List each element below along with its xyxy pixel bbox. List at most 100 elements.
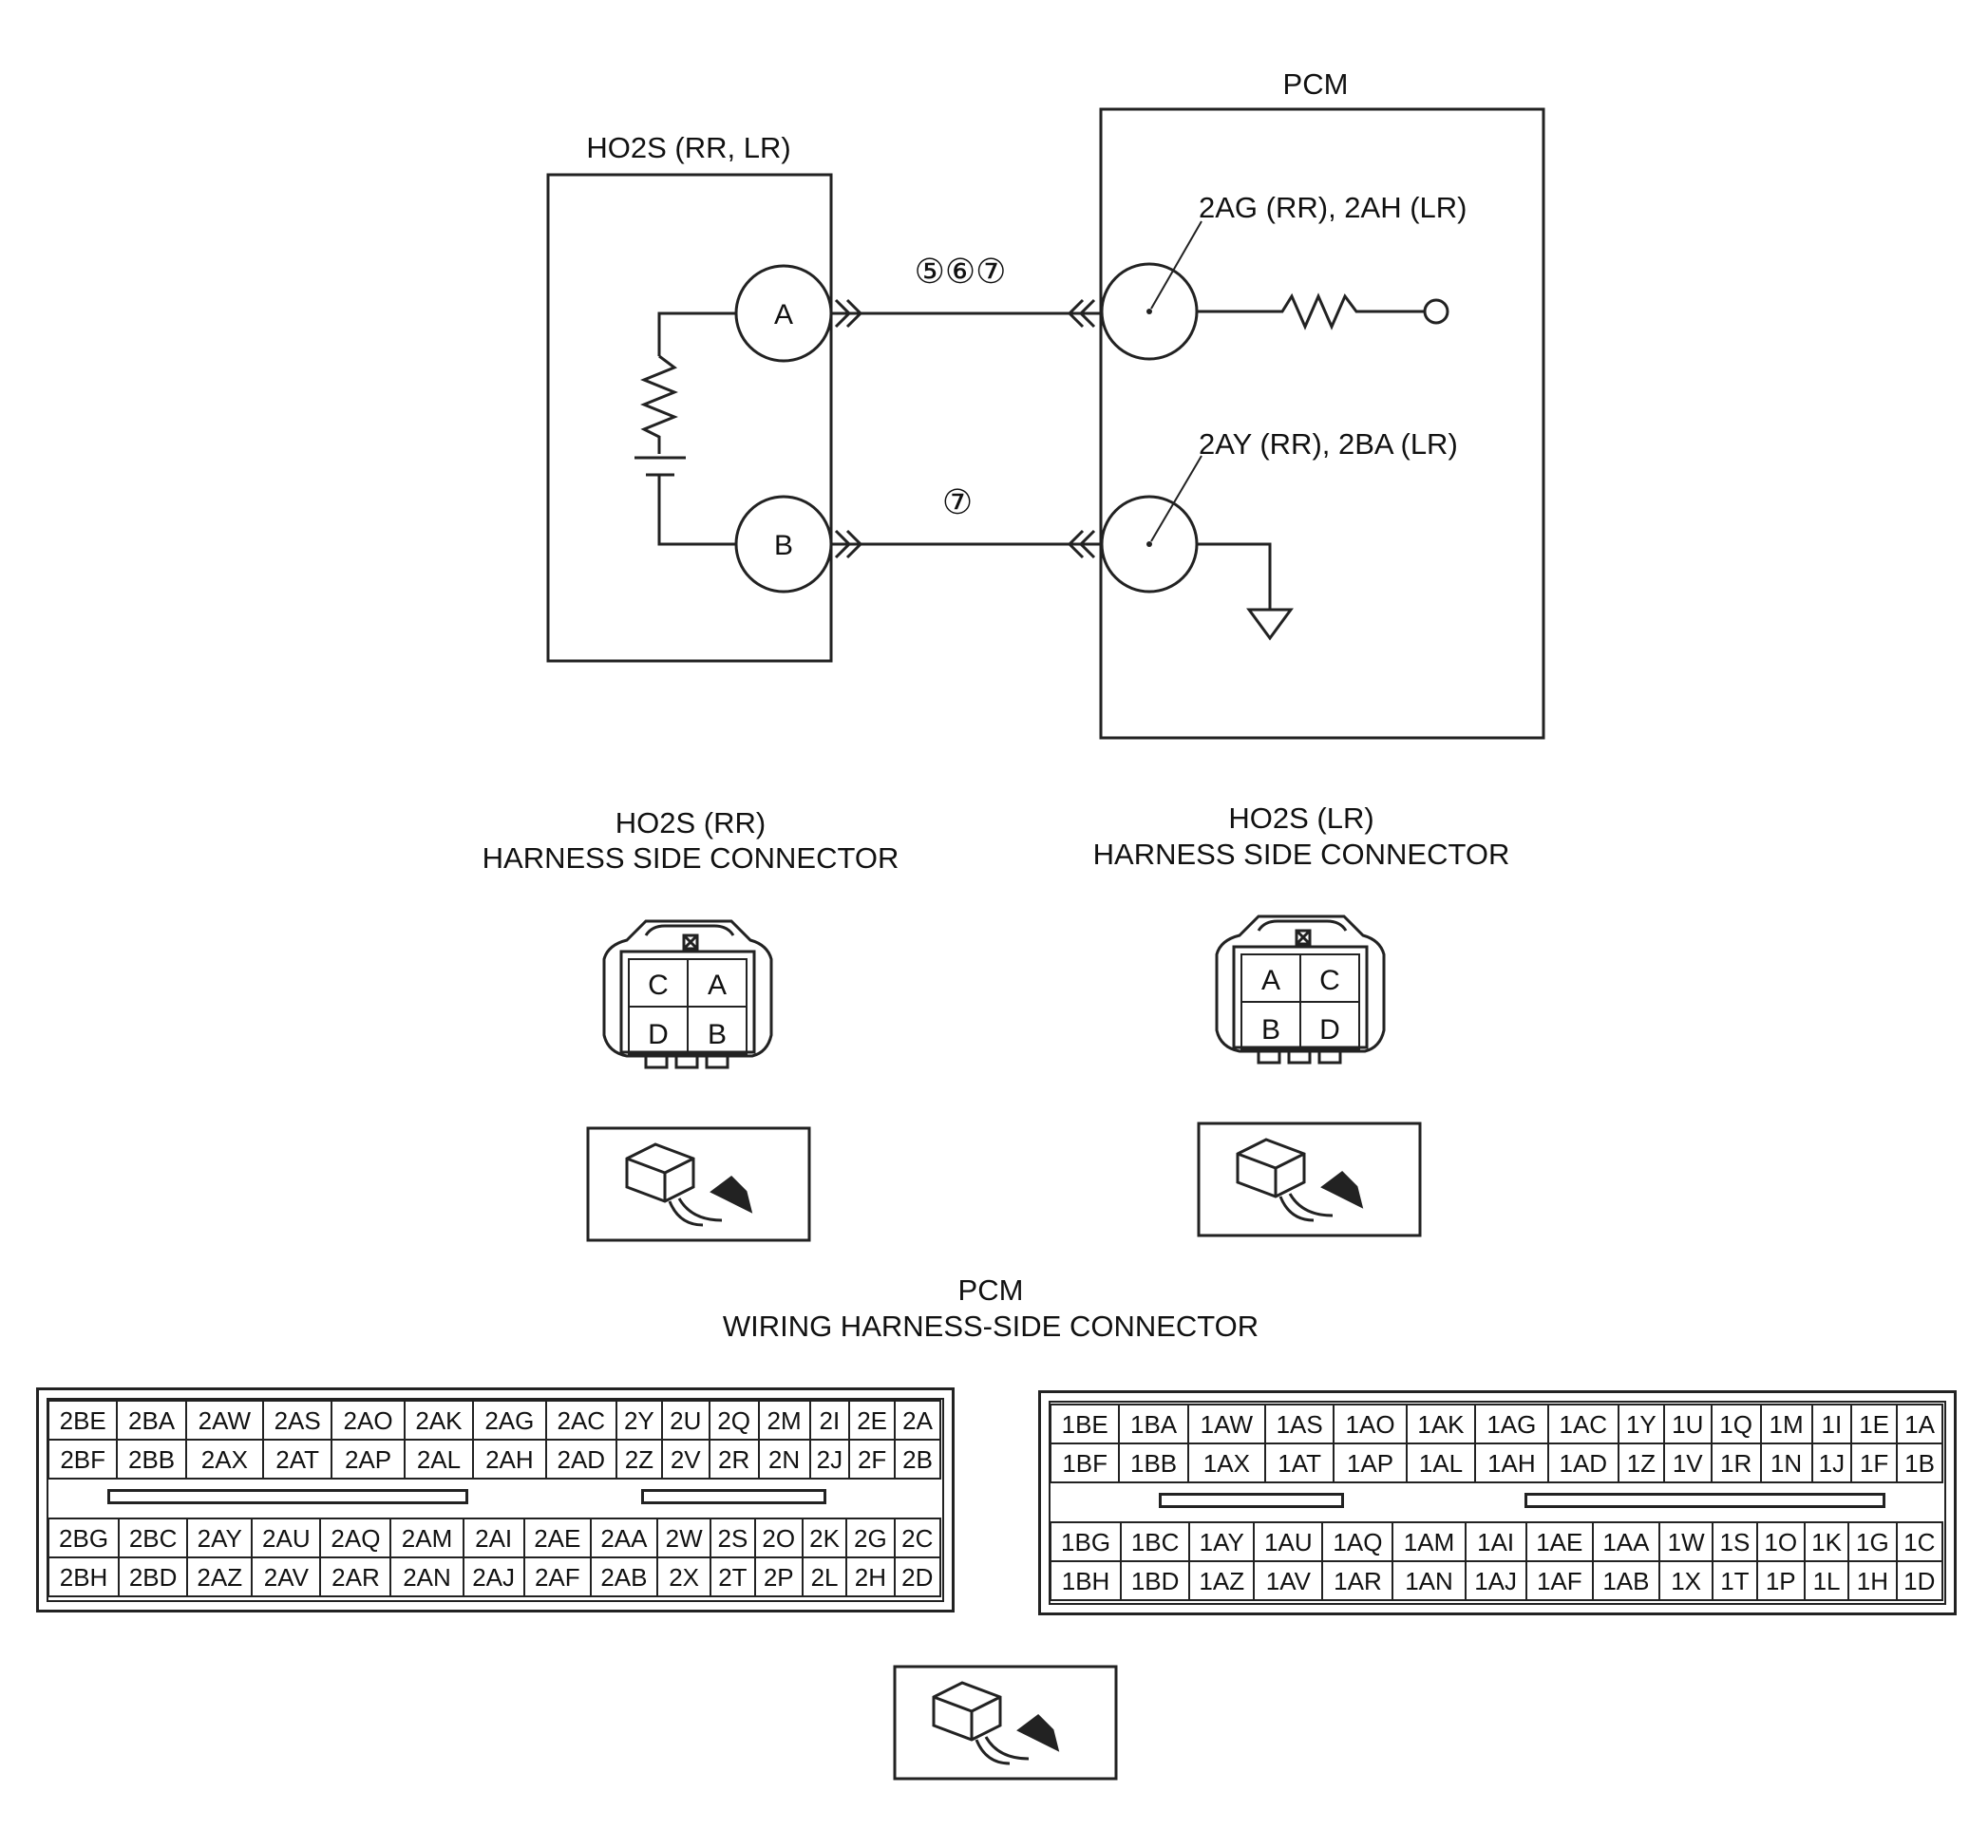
pcm-pin-cell: 1BA xyxy=(1118,1404,1189,1444)
pcm-pin-cell: 1W xyxy=(1657,1521,1714,1562)
pcm-pin-cell: 2AQ xyxy=(319,1518,392,1558)
pcm-pin-cell: 1AH xyxy=(1474,1443,1549,1483)
pcm-pin-cell: 1P xyxy=(1755,1560,1806,1601)
pcm-pin-cell: 2S xyxy=(710,1518,756,1558)
pcm-pin-cell: 2V xyxy=(660,1439,710,1480)
pcm-pin-cell: 1AN xyxy=(1392,1560,1467,1601)
pcm-pin-cell: 2BG xyxy=(47,1518,121,1558)
pcm-pin-cell: 2AD xyxy=(544,1439,617,1480)
pcm-pin-cell: 1AJ xyxy=(1464,1560,1527,1601)
pcm-pin-cell: 2AM xyxy=(389,1518,464,1558)
pcm-pin-cell: 2AG xyxy=(472,1400,547,1441)
lr-pin-a: A xyxy=(1261,965,1280,996)
pcm-pin-cell: 1AU xyxy=(1253,1521,1324,1562)
pcm-connector-subtitle: WIRING HARNESS-SIDE CONNECTOR xyxy=(722,1310,1259,1343)
pcm-pin-cell: 1BG xyxy=(1049,1521,1123,1562)
lr-pin-b: B xyxy=(1261,1014,1280,1046)
pcm-pin-cell: 1M xyxy=(1759,1404,1813,1444)
pcm-pin-cell: 2AJ xyxy=(462,1556,525,1597)
pcm-pin-cell: 1S xyxy=(1712,1521,1758,1562)
pcm-pin-cell: 1AX xyxy=(1186,1443,1266,1483)
sensor-side-connector-marks xyxy=(834,298,863,559)
pcm-pin-cell: 2AI xyxy=(462,1518,525,1558)
pcm-box xyxy=(1099,107,1545,740)
pcm-pin-cell: 2AZ xyxy=(186,1556,254,1597)
pcm-pin-cell: 1O xyxy=(1755,1521,1806,1562)
pcm-pin-cell: 1AQ xyxy=(1321,1521,1394,1562)
pcm-pin-cell: 1B xyxy=(1896,1443,1943,1483)
pcm-pin-cell: 1AW xyxy=(1186,1404,1266,1444)
pcm-pin-cell: 2L xyxy=(801,1556,848,1597)
lr-connector-subtitle: HARNESS SIDE CONNECTOR xyxy=(1092,838,1510,871)
sensor-internal-circuit xyxy=(634,311,736,546)
pcm-pin-cell: 2AF xyxy=(522,1556,592,1597)
rr-connector-title: HO2S (RR) xyxy=(615,806,767,839)
rr-pin-c: C xyxy=(648,970,669,1001)
pcm-pin-cell: 2AP xyxy=(331,1439,406,1480)
pcm-pin-cell: 1L xyxy=(1803,1560,1850,1601)
pcm-pin-cell: 2AN xyxy=(389,1556,464,1597)
pcm-pin-cell: 2AV xyxy=(251,1556,322,1597)
pcm-pin-cell: 1AT xyxy=(1263,1443,1335,1483)
rr-view-direction-icon xyxy=(586,1126,811,1242)
pcm-pin-cell: 2Z xyxy=(615,1439,663,1480)
pcm-pin-cell: 2AU xyxy=(251,1518,322,1558)
pcm-pin-cell: 1AL xyxy=(1405,1443,1477,1483)
pcm-pin-cell: 1X xyxy=(1657,1560,1714,1601)
pcm-pin-cell: 2BE xyxy=(47,1400,119,1441)
rr-pin-d: D xyxy=(648,1019,669,1050)
pcm-pin-cell: 1BF xyxy=(1049,1443,1121,1483)
pcm-pin-cell: 1E xyxy=(1850,1404,1899,1444)
pcm-title: PCM xyxy=(1282,67,1349,101)
pcm-pin-cell: 2J xyxy=(808,1439,851,1480)
wire-bottom-marks: ⑦ xyxy=(941,482,974,521)
pcm-pin-cell: 2I xyxy=(808,1400,851,1441)
pcm-pin-cell: 1AF xyxy=(1524,1560,1594,1601)
pcm-pin-cell: 1Q xyxy=(1710,1404,1762,1444)
pcm-pin-cell: 1D xyxy=(1895,1560,1944,1601)
sensor-terminal-b-label: B xyxy=(774,530,793,561)
pcm-pin-cell: 2D xyxy=(893,1556,942,1597)
wires xyxy=(831,311,1101,546)
pcm-pin-cell: 2BF xyxy=(47,1439,119,1480)
pcm-pin-cell: 1V xyxy=(1662,1443,1713,1483)
pcm-pin-cell: 1AY xyxy=(1188,1521,1256,1562)
pcm-pin-cell: 2AY xyxy=(186,1518,254,1558)
rr-connector-subtitle: HARNESS SIDE CONNECTOR xyxy=(482,841,899,875)
pcm-pin-cell: 1BC xyxy=(1120,1521,1191,1562)
lr-view-direction-icon xyxy=(1197,1122,1422,1237)
pcm-pin-cell: 1AC xyxy=(1546,1404,1619,1444)
pcm-pin-cell: 2AT xyxy=(261,1439,333,1480)
sensor-terminal-a-label: A xyxy=(774,299,793,330)
lr-pin-c: C xyxy=(1319,965,1340,996)
pcm-pin-cell: 1I xyxy=(1810,1404,1853,1444)
pcm-pin-cell: 2X xyxy=(655,1556,712,1597)
rr-pin-grid xyxy=(628,958,748,1055)
pcm-pin-cell: 2AA xyxy=(589,1518,659,1558)
pcm-pin-cell: 1AB xyxy=(1591,1560,1661,1601)
ho2s-title: HO2S (RR, LR) xyxy=(586,131,791,164)
rr-pin-a: A xyxy=(708,970,727,1001)
lr-pin-d: D xyxy=(1319,1014,1340,1046)
pcm-pin-cell: 1G xyxy=(1847,1521,1898,1562)
pcm-pin-cell: 2AL xyxy=(403,1439,475,1480)
pcm-pin-cell: 1BB xyxy=(1118,1443,1189,1483)
pcm-pin-cell: 2Y xyxy=(615,1400,663,1441)
pcm-pin-cell: 2B xyxy=(894,1439,941,1480)
pcm-pin-cell: 2O xyxy=(753,1518,804,1558)
pcm-terminal-ground-label: 2AY (RR), 2BA (LR) xyxy=(1199,427,1458,461)
pcm-pin-cell: 1J xyxy=(1810,1443,1853,1483)
pcm-pin-cell: 1AD xyxy=(1546,1443,1619,1483)
pcm-pin-cell: 2W xyxy=(655,1518,712,1558)
pcm-pin-cell: 1U xyxy=(1662,1404,1713,1444)
pcm-pin-cell: 2R xyxy=(708,1439,760,1480)
pcm-pin-cell: 1AE xyxy=(1524,1521,1594,1562)
ho2s-box xyxy=(546,173,833,663)
pcm-pin-cell: 1AV xyxy=(1253,1560,1324,1601)
rr-pin-b: B xyxy=(708,1019,727,1050)
